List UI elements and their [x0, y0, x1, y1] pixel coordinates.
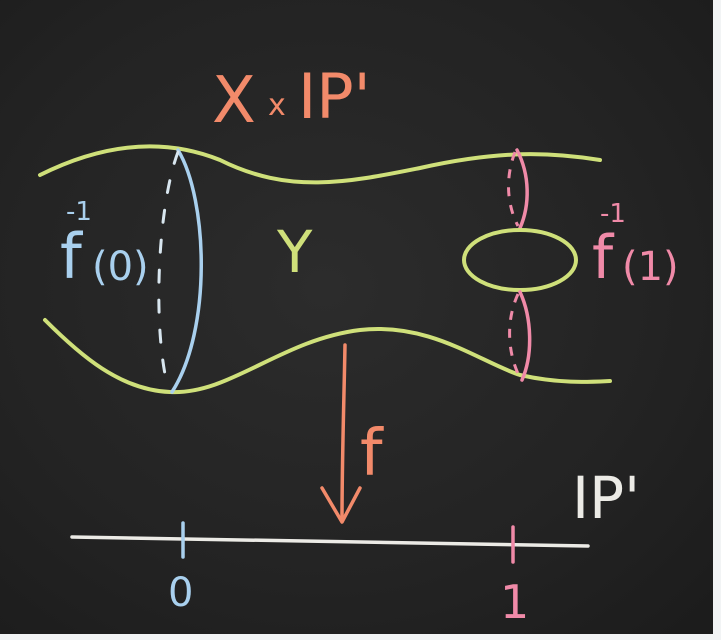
map-f-label: f: [360, 417, 384, 491]
title-x-letter: X: [212, 64, 256, 138]
fiber-one-exceptional-ellipse: [462, 228, 578, 292]
title-projective-line: IP': [298, 60, 371, 133]
fiber-one-upper-back-arc-dashed: [507, 151, 520, 227]
tick-one-label: 1: [500, 575, 529, 629]
board-edge-bottom: [0, 634, 721, 640]
base-line-label: IP': [572, 464, 640, 532]
fiber-zero-label: f -1 (0): [60, 197, 149, 293]
map-arrow: f: [320, 343, 384, 524]
fiber-zero-f: f: [60, 220, 84, 293]
fiber-zero-back-arc-dashed: [157, 150, 180, 390]
title-times-symbol: x: [268, 88, 286, 123]
space-y-label: Y: [276, 218, 313, 286]
fiber-zero-front-arc: [170, 148, 203, 394]
fiber-one-lower-back-arc-dashed: [508, 293, 522, 379]
map-arrow-shaft: [340, 343, 347, 522]
title-product-space: X x IP': [212, 60, 371, 138]
fiber-zero-exponent: -1: [66, 197, 92, 227]
fiber-one-exponent: -1: [600, 199, 626, 229]
fiber-one-f: f: [592, 223, 615, 293]
board-edge-right: [713, 0, 721, 640]
fiber-zero-argument: (0): [92, 244, 149, 290]
map-arrow-head: [320, 486, 362, 524]
fiber-one-label: f -1 (1): [592, 199, 679, 293]
surface-bottom-curve: [43, 318, 612, 395]
fiber-one-lower-front-arc: [518, 290, 532, 382]
fiber-one-upper-front-arc: [515, 148, 529, 230]
tick-zero-label: 0: [168, 570, 193, 616]
base-projective-line: [70, 535, 590, 548]
fiber-one-argument: (1): [622, 244, 679, 290]
